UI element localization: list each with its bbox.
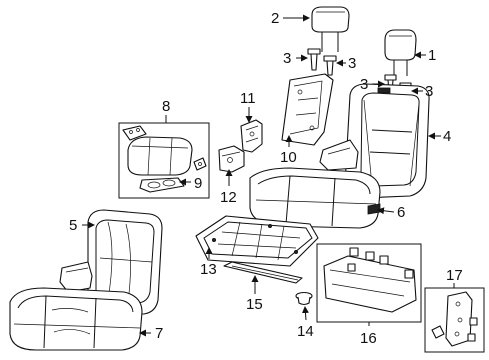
callout-2: 2 [271,10,279,27]
callout-8: 8 [162,98,170,115]
seat-back-left [59,209,163,315]
cap [295,291,313,306]
callout-5: 5 [69,217,77,234]
callout-6: 6 [397,204,405,221]
callout-labels: 1 2 3 3 3 3 4 5 6 7 8 9 10 11 12 13 14 1… [69,10,463,347]
seat-hinge [240,119,263,153]
callout-1: 1 [428,47,436,64]
callout-15: 15 [246,296,263,313]
support-bar [223,261,303,284]
seat-bracket [218,145,245,173]
latch-box [424,287,485,353]
seat-cushion-left [9,287,143,351]
callout-17: 17 [446,267,463,284]
headrest-center [311,6,350,52]
callout-16: 16 [360,330,377,347]
headrest-right [384,29,417,76]
callout-9: 9 [194,175,202,192]
callout-12: 12 [220,189,237,206]
callout-3c: 3 [360,76,368,93]
headrest-guide [307,48,412,101]
callout-10: 10 [280,149,297,166]
callout-7: 7 [155,325,163,342]
trim-box [316,243,422,323]
callout-3a: 3 [283,50,291,67]
callout-14: 14 [297,323,314,340]
seat-tray [195,215,319,267]
callout-3b: 3 [348,55,356,72]
seat-back-right [319,83,430,199]
leader-lines [82,14,455,337]
callout-4: 4 [443,128,451,145]
armrest-box [118,122,210,199]
callout-11: 11 [240,90,256,107]
seat-back-panel [281,73,334,146]
callout-13: 13 [200,261,217,278]
callout-3d: 3 [425,83,433,100]
seat-cushion-right [249,167,381,229]
